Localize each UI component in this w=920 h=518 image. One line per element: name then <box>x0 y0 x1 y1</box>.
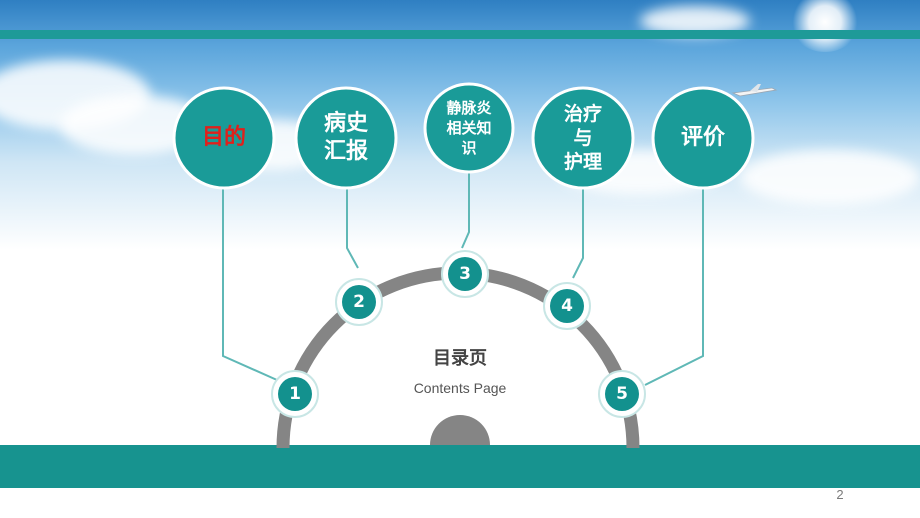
center-half-circle <box>430 415 490 445</box>
airplane-icon <box>731 84 778 97</box>
number-label-1[interactable]: 1 <box>289 384 301 404</box>
topic-circle-1 <box>172 86 276 190</box>
topic-circle-2 <box>294 86 398 190</box>
number-label-2[interactable]: 2 <box>353 292 365 312</box>
cloud <box>740 150 920 205</box>
topic-label-2[interactable]: 病史 汇报 <box>323 111 368 164</box>
topic-label-5[interactable]: 评价 <box>680 125 725 150</box>
connector-2 <box>346 187 359 269</box>
topic-circle-5 <box>651 86 755 190</box>
topic-circles <box>172 82 755 190</box>
sun-glow <box>790 0 860 52</box>
topic-label-3[interactable]: 静脉炎 相关知 识 <box>446 99 492 157</box>
connector-5 <box>644 187 704 386</box>
number-label-5[interactable]: 5 <box>616 384 628 404</box>
slide-subtitle: Contents Page <box>413 380 507 396</box>
connector-3 <box>461 171 470 249</box>
connector-1 <box>222 187 278 381</box>
topic-circle-3 <box>423 82 515 174</box>
bottom-accent-bar <box>0 445 920 488</box>
slide-title: 目录页 <box>433 348 487 369</box>
number-label-4[interactable]: 4 <box>561 296 573 316</box>
number-markers <box>271 250 646 418</box>
connector-lines <box>222 171 704 386</box>
page-number: 2 <box>836 487 844 502</box>
connector-4 <box>572 187 584 279</box>
topic-label-4[interactable]: 治疗 与 护理 <box>563 103 602 173</box>
topic-label-1[interactable]: 目的 <box>201 125 246 150</box>
top-accent-bar <box>0 30 920 39</box>
topic-circle-4 <box>531 86 635 190</box>
number-label-3[interactable]: 3 <box>459 264 471 284</box>
